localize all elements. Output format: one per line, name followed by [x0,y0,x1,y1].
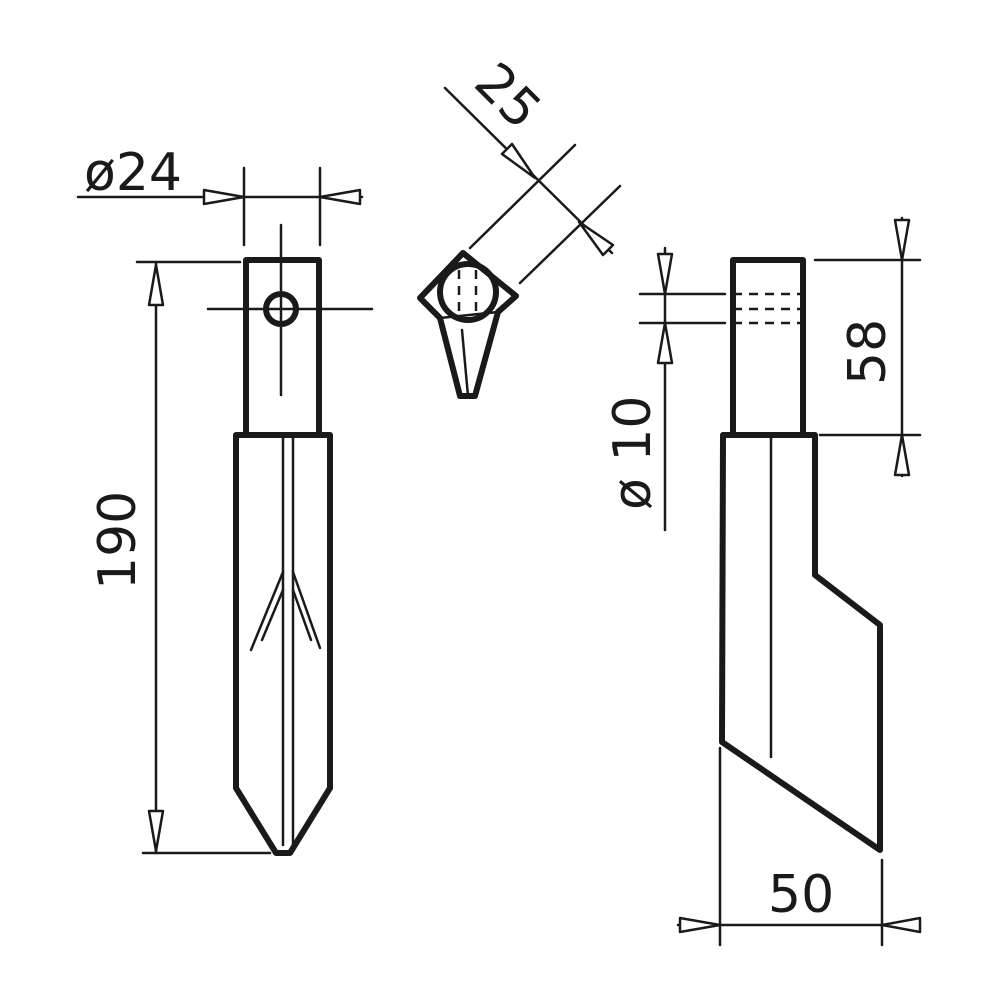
front-fletch-left-inner [260,588,285,642]
side-blade [719,432,883,853]
dim-section-width: 25 [443,52,622,285]
front-view [206,223,374,856]
dim-hole-arrow-bottom [656,321,674,365]
dim-section-width-label: 25 [463,52,552,141]
dim-shank-arrow-left [202,188,246,206]
dim-hole-arrow-top [656,252,674,296]
dim-shank-length: 58 [813,216,922,478]
dim-section-arrow-1 [500,142,537,180]
dim-shank-diameter-label: ø24 [84,143,182,203]
section-rib [460,328,470,398]
dim-shank-length-label: 58 [838,319,898,385]
section-view [417,250,519,399]
dim-hole-diameter-label: ø 10 [603,395,663,510]
dim-section-arrow-2 [577,220,615,257]
dim-blade-width: 50 [676,746,922,947]
dim-length-arrow-bottom [147,809,165,853]
side-view [719,257,883,853]
front-blade [233,432,333,856]
dim-hole-diameter: ø 10 [603,246,727,532]
dim-shank-diameter: ø24 [76,143,364,247]
front-shank [243,257,322,438]
dim-section-ext-1 [468,143,577,250]
front-fletch-right-inner [291,588,313,642]
section-edge [438,310,500,320]
front-fletch-left [249,570,285,652]
dim-section-ext-2 [518,184,622,285]
section-outline [417,250,519,399]
dim-50-arrow-right [880,916,922,934]
dim-length-arrow-top [147,263,165,307]
dim-50-arrow-left [678,916,722,934]
front-fletch-right [291,570,322,650]
dim-58-arrow-bottom [893,433,911,477]
side-shank [730,257,806,438]
dim-58-arrow-top [893,218,911,262]
dim-overall-length-label: 190 [88,491,148,590]
section-shank-circle [437,261,499,323]
dim-overall-length: 190 [88,260,272,855]
dim-shank-arrow-right [318,188,362,206]
dim-blade-width-label: 50 [768,865,834,925]
